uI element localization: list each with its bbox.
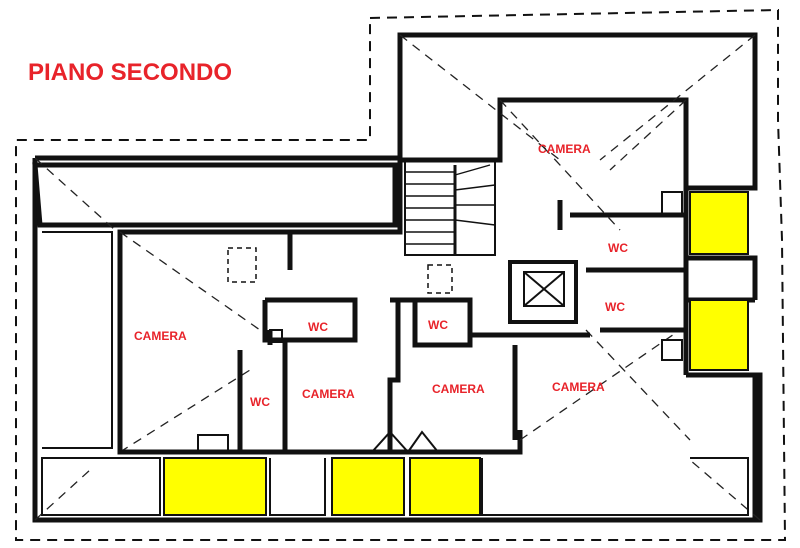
balcony-bottom-1 <box>163 457 267 516</box>
floor-title: PIANO SECONDO <box>28 59 232 86</box>
balcony-right-lower <box>689 299 749 371</box>
room-label-camera-top-right: CAMERA <box>538 142 591 156</box>
room-label-camera-right: CAMERA <box>552 380 605 394</box>
room-label-wc-center-left: WC <box>308 320 328 334</box>
elevator-shaft <box>508 260 578 324</box>
room-label-wc-right-upper: WC <box>608 241 628 255</box>
left-strip <box>42 231 113 449</box>
bottom-strip <box>41 457 749 516</box>
staircase <box>404 159 496 256</box>
roof-diagonals <box>34 34 761 521</box>
balcony-bottom-2 <box>331 457 405 516</box>
top-left-strip <box>32 162 398 228</box>
right-wall <box>683 100 758 520</box>
chimney-outlines <box>227 247 453 294</box>
interior-walls <box>120 200 686 455</box>
room-label-camera-left: CAMERA <box>134 329 187 343</box>
balconies <box>163 191 749 516</box>
room-label-camera-center: CAMERA <box>432 382 485 396</box>
room-label-wc-center: WC <box>428 318 448 332</box>
balcony-bottom-3 <box>409 457 481 516</box>
roof-outline <box>15 8 787 541</box>
room-label-wc-bottom-left: WC <box>250 395 270 409</box>
room-label-wc-right-lower: WC <box>605 300 625 314</box>
wall-fixtures <box>197 191 683 453</box>
balcony-right-upper <box>689 191 749 255</box>
exterior-wall <box>397 32 758 191</box>
room-label-camera-center-left: CAMERA <box>302 387 355 401</box>
